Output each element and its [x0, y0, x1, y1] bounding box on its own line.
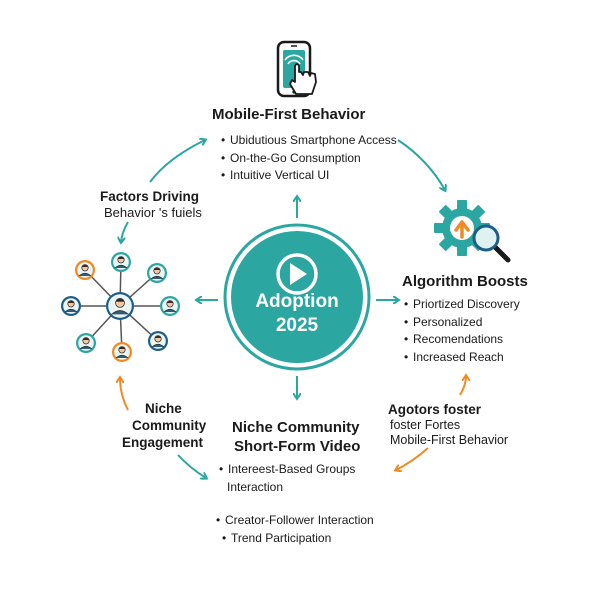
curve-arrow-topright	[397, 139, 445, 190]
play-icon	[276, 253, 318, 295]
algorithm-title: Algorithm Boosts	[402, 273, 528, 290]
list-item: •Increased Reach	[404, 349, 504, 364]
niche-list-2: •Creator-Follower Interaction •Trend Par…	[216, 512, 374, 547]
person-avatar	[106, 292, 134, 320]
list-item: •Recomendations	[404, 332, 504, 346]
list-item: •Personalized	[404, 314, 483, 329]
niche-left-line2: Community	[132, 418, 207, 433]
center-circle	[223, 223, 371, 371]
person-avatar	[75, 260, 95, 280]
list-item: •Priortized Discovery	[404, 297, 520, 311]
list-item: Interaction	[227, 479, 284, 494]
factors-label-line2: Behavior 's fuiels	[104, 205, 202, 220]
factors-label-line1: Factors Driving	[100, 189, 200, 204]
curve-arrow-right-up-orange	[459, 376, 466, 396]
person-avatar	[147, 263, 167, 283]
list-item: •Intereest-Based Groups	[219, 462, 356, 476]
list-item: •Ubidutious Smartphone Access	[221, 133, 397, 147]
agotors-line3: Mobile-First Behavior	[390, 433, 509, 447]
list-item: •Intuitive Vertical UI	[221, 168, 330, 182]
list-item: •Trend Participation	[222, 530, 332, 545]
network-people-icon	[61, 252, 180, 362]
mobile-first-title: Mobile-First Behavior	[212, 106, 366, 123]
niche-title-line2: Short-Form Video	[234, 438, 361, 455]
person-avatar	[148, 331, 168, 351]
curve-arrow-topleft	[149, 140, 205, 183]
algorithm-list: •Priortized Discovery •Personalized •Rec…	[404, 296, 520, 366]
curve-arrow-left-up-orange	[120, 378, 129, 411]
center-label-line2: 2025	[275, 315, 319, 336]
center-label: Adoption 2025	[222, 290, 372, 338]
list-item: •On-the-Go Consumption	[221, 150, 361, 165]
person-avatar	[112, 342, 132, 362]
smartphone-touch-icon	[276, 40, 317, 98]
curve-arrow-bottomleft	[177, 454, 206, 478]
curve-arrow-left-down	[121, 221, 129, 242]
curve-arrow-bottomright-orange	[396, 447, 429, 470]
niche-left-line3: Engagement	[122, 435, 204, 450]
agotors-line1: Agotors foster	[388, 402, 482, 417]
center-label-line1: Adoption	[255, 291, 339, 312]
agotors-line2: foster Fortes	[390, 418, 461, 432]
list-item: •Creator-Follower Interaction	[216, 513, 374, 527]
niche-left-line1: Niche	[145, 401, 182, 416]
niche-title-line1: Niche Community	[232, 419, 360, 436]
gear-search-icon	[434, 200, 511, 263]
person-avatar	[76, 333, 96, 353]
person-avatar	[61, 296, 81, 316]
person-avatar	[160, 296, 180, 316]
mobile-first-list: •Ubidutious Smartphone Access •On-the-Go…	[221, 132, 397, 185]
niche-list: •Intereest-Based Groups Interaction	[219, 461, 355, 496]
person-avatar	[111, 252, 131, 272]
